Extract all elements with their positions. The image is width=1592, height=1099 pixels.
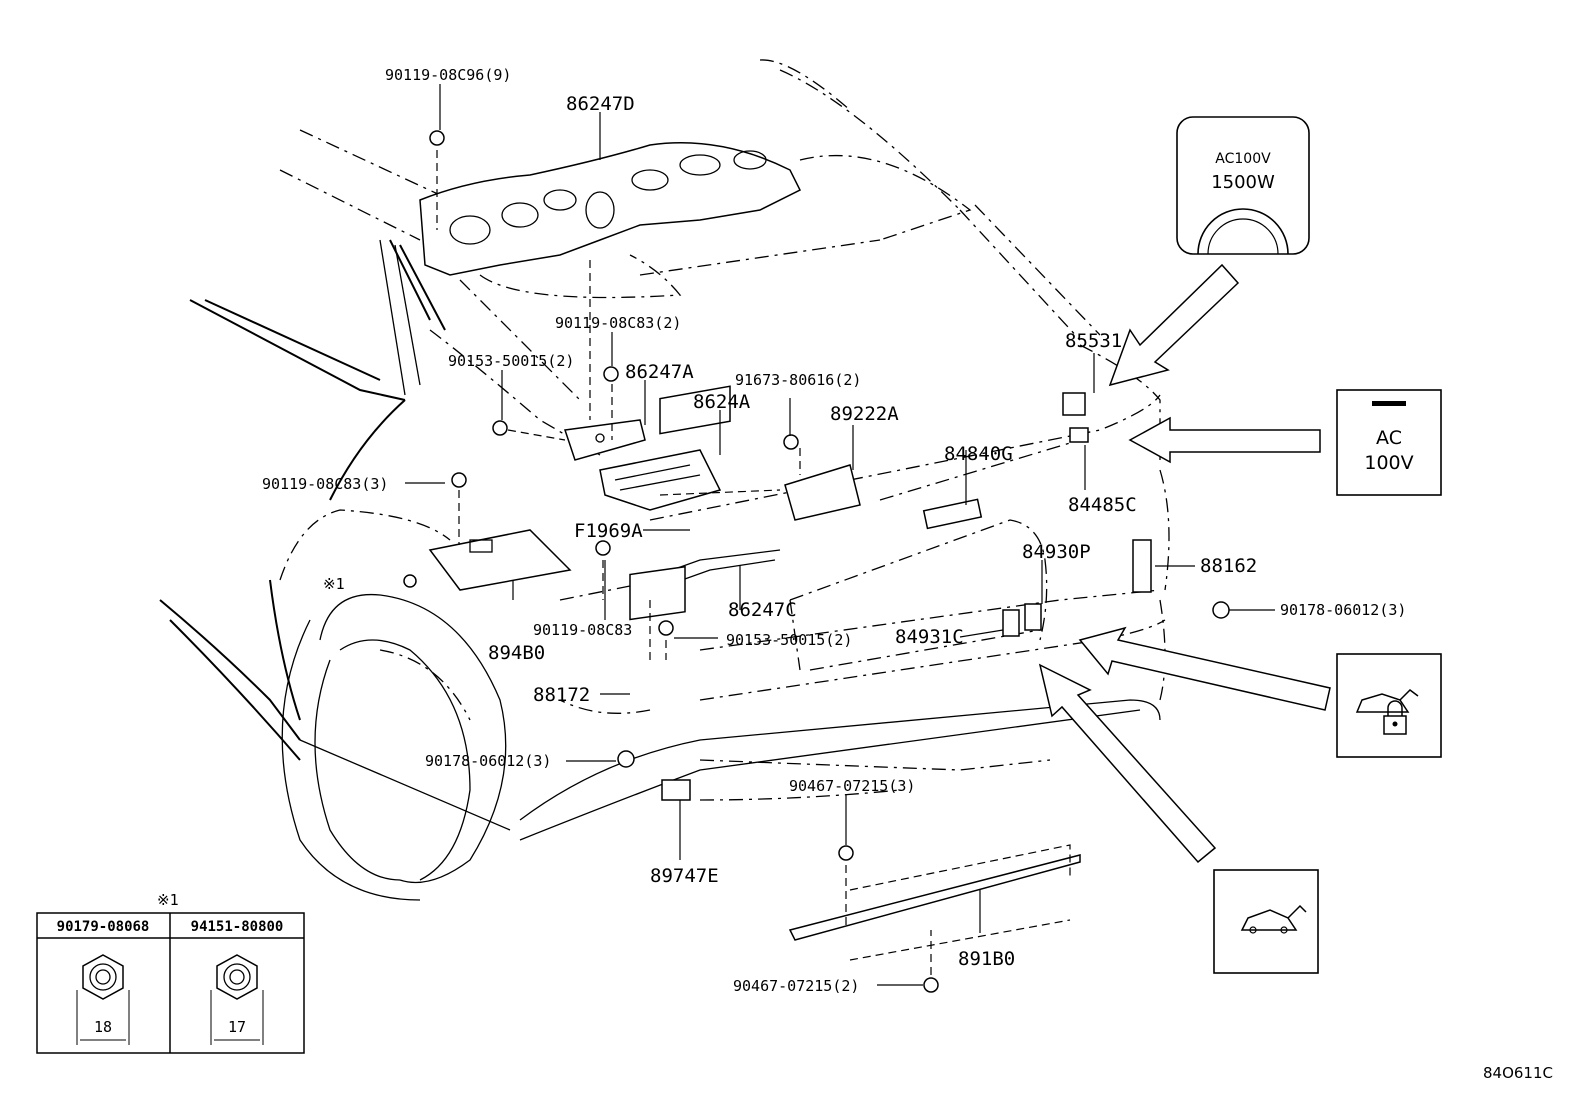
label-84840G: 84840G xyxy=(944,443,1013,465)
ac-switch-line2: 100V xyxy=(1364,452,1413,474)
outlet-label-box: AC100V 1500W xyxy=(1176,116,1310,255)
ref-table-size-1: 18 xyxy=(94,1018,112,1036)
label-90467-07215-3: 90467-07215(3) xyxy=(789,777,915,795)
label-F1969A: F1969A xyxy=(574,520,643,542)
label-8624A: 8624A xyxy=(693,391,751,413)
part-84840G-switch xyxy=(922,498,983,530)
back-door-switch-box xyxy=(1213,869,1319,974)
label-90119-08C83: 90119-08C83 xyxy=(533,621,632,639)
part-88172-sensor xyxy=(629,565,686,621)
vehicle-body-outline xyxy=(159,59,1170,901)
vehicle-backdoor-icon xyxy=(1240,904,1307,934)
leader-lines xyxy=(405,84,1275,986)
label-ref-1: ※1 xyxy=(323,575,345,593)
label-86247D: 86247D xyxy=(566,93,635,115)
ref-table: ※1 90179-08068 94151-80800 18 17 xyxy=(36,891,305,1054)
label-89747E: 89747E xyxy=(650,865,719,887)
ref-table-part-2: 94151-80800 xyxy=(191,919,284,935)
vehicle-lock-icon xyxy=(1355,689,1419,735)
label-86247C: 86247C xyxy=(728,599,797,621)
door-lock-switch-box xyxy=(1336,653,1442,758)
ac-switch-box: AC 100V xyxy=(1336,389,1442,496)
part-8624A-unit xyxy=(599,449,722,511)
part-86247D-shield xyxy=(419,142,802,276)
label-90119-08C96: 90119-08C96(9) xyxy=(385,66,511,84)
ac-switch-line1: AC xyxy=(1376,427,1402,449)
part-894B0-ecu xyxy=(428,529,572,591)
label-84931C: 84931C xyxy=(895,626,964,648)
callout-arrows xyxy=(1038,263,1331,864)
label-90119-08C83-3: 90119-08C83(3) xyxy=(262,475,388,493)
diagram-code: 84O611C xyxy=(1483,1064,1553,1082)
outlet-voltage-text: AC100V xyxy=(1215,151,1271,167)
part-89222A-module xyxy=(784,464,861,521)
part-86247A-bracket xyxy=(564,419,646,461)
label-90467-07215-2: 90467-07215(2) xyxy=(733,977,859,995)
label-89222A: 89222A xyxy=(830,403,899,425)
part-84485C-switch xyxy=(1069,427,1089,443)
label-90153-50015-2a: 90153-50015(2) xyxy=(448,352,574,370)
label-90178-06012-3b: 90178-06012(3) xyxy=(425,752,551,770)
label-85531: 85531 xyxy=(1065,330,1122,352)
part-labels: 90119-08C96(9) 86247D 90119-08C83(2) 901… xyxy=(262,66,1406,995)
label-90119-08C83-2: 90119-08C83(2) xyxy=(555,314,681,332)
label-88162: 88162 xyxy=(1200,555,1257,577)
part-84931C-switch xyxy=(1002,609,1020,637)
outlet-wattage-text: 1500W xyxy=(1211,172,1275,193)
ref-table-mark: ※1 xyxy=(157,891,179,909)
part-F1969A-label xyxy=(659,385,731,435)
part-891B0-antenna xyxy=(788,854,1081,941)
nut-icon-1 xyxy=(82,954,124,1000)
label-86247A: 86247A xyxy=(625,361,694,383)
label-90153-50015-2b: 90153-50015(2) xyxy=(726,631,852,649)
label-891B0: 891B0 xyxy=(958,948,1015,970)
label-91673-80616: 91673-80616(2) xyxy=(735,371,861,389)
ref-table-part-1: 90179-08068 xyxy=(57,919,150,935)
part-84930P-switch xyxy=(1024,603,1042,631)
part-88162-sensor xyxy=(1132,539,1152,593)
fasteners xyxy=(403,130,1230,993)
label-84485C: 84485C xyxy=(1068,494,1137,516)
ref-table-size-2: 17 xyxy=(228,1018,246,1036)
part-89747E-sensor xyxy=(661,779,691,801)
nut-icon-2 xyxy=(216,954,258,1000)
label-84930P: 84930P xyxy=(1022,541,1091,563)
part-85531-outlet xyxy=(1062,392,1086,416)
label-90178-06012-3a: 90178-06012(3) xyxy=(1280,601,1406,619)
label-894B0: 894B0 xyxy=(488,642,545,664)
label-88172: 88172 xyxy=(533,684,590,706)
